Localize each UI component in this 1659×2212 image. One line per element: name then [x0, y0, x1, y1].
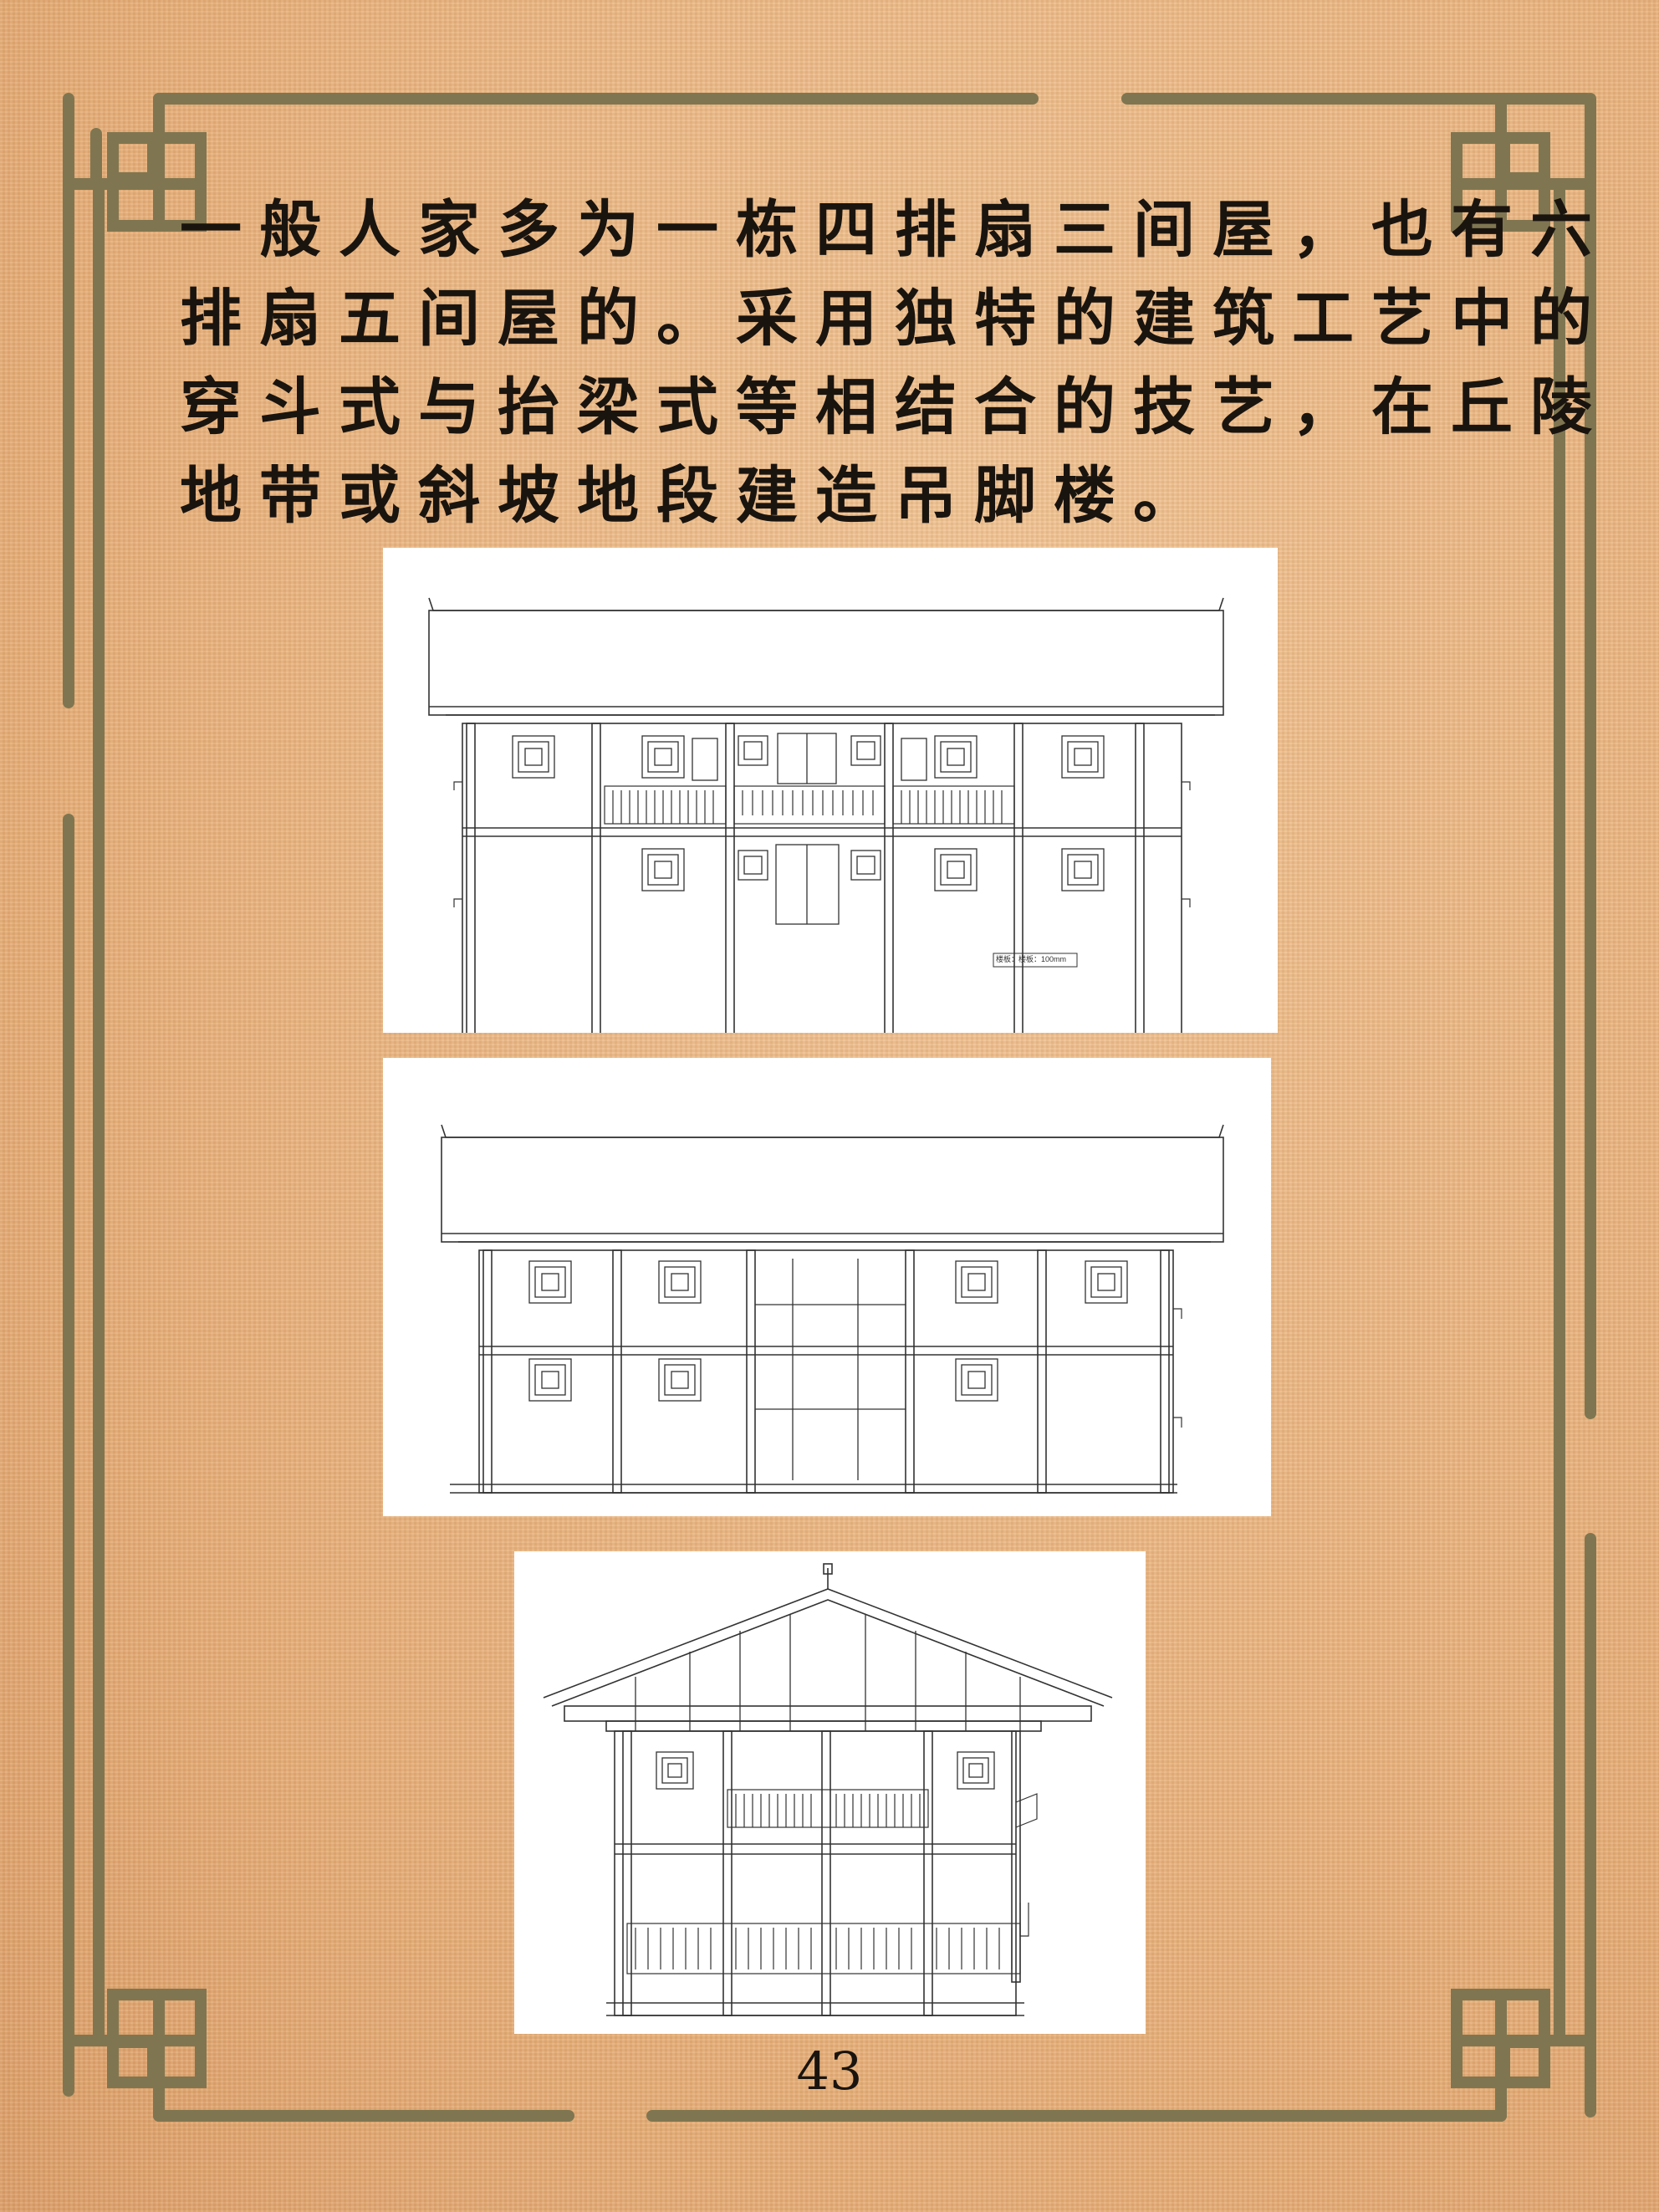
- rear-elevation-drawing: [383, 1058, 1271, 1516]
- text-line-3: 穿斗式与抬梁式等相结合的技艺，在丘陵: [180, 371, 1610, 443]
- page-number: 43: [796, 2041, 863, 2102]
- side-elevation-drawing: [514, 1551, 1146, 2034]
- text-line-1: 一般人家多为一栋四排扇三间屋，也有六: [180, 194, 1610, 266]
- floor-label-tag: 楼板：楼板：100mm: [996, 955, 1067, 963]
- body-paragraph: 一般人家多为一栋四排扇三间屋，也有六 排扇五间屋的。采用独特的建筑工艺中的 穿斗…: [180, 186, 1610, 540]
- front-elevation-drawing: 楼板：楼板：100mm: [383, 548, 1278, 1033]
- text-line-4: 地带或斜坡地段建造吊脚楼。: [180, 460, 1212, 532]
- text-line-2: 排扇五间屋的。采用独特的建筑工艺中的: [180, 283, 1610, 355]
